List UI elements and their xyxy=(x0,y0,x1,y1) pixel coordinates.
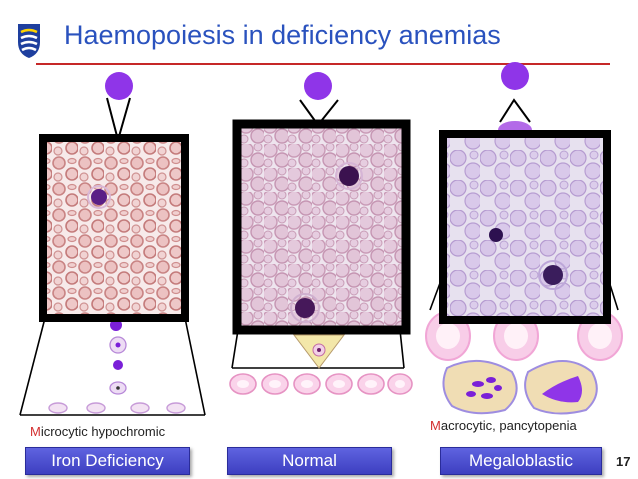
iron-deficiency-label: Iron Deficiency xyxy=(25,447,190,475)
title-divider xyxy=(36,63,610,65)
microcytic-hypochromic-caption: Microcytic hypochromic xyxy=(30,424,165,439)
slide-title: Haemopoiesis in deficiency anemias xyxy=(64,20,501,50)
caption-initial: M xyxy=(430,418,441,433)
normal-lineage xyxy=(229,72,413,395)
slide-number: 17 xyxy=(616,454,631,469)
caption-text: icrocytic hypochromic xyxy=(40,424,166,439)
caption-initial: M xyxy=(30,424,41,439)
macrocytic-pancytopenia-caption: Macrocytic, pancytopenia xyxy=(430,418,577,433)
iron-deficiency-lineage xyxy=(19,72,206,416)
caption-text: acrocytic, pancytopenia xyxy=(440,418,577,433)
shield-logo-icon xyxy=(18,24,40,58)
megaloblastic-label: Megaloblastic xyxy=(440,447,602,475)
megaloblastic-lineage xyxy=(425,62,623,415)
normal-label: Normal xyxy=(227,447,392,475)
